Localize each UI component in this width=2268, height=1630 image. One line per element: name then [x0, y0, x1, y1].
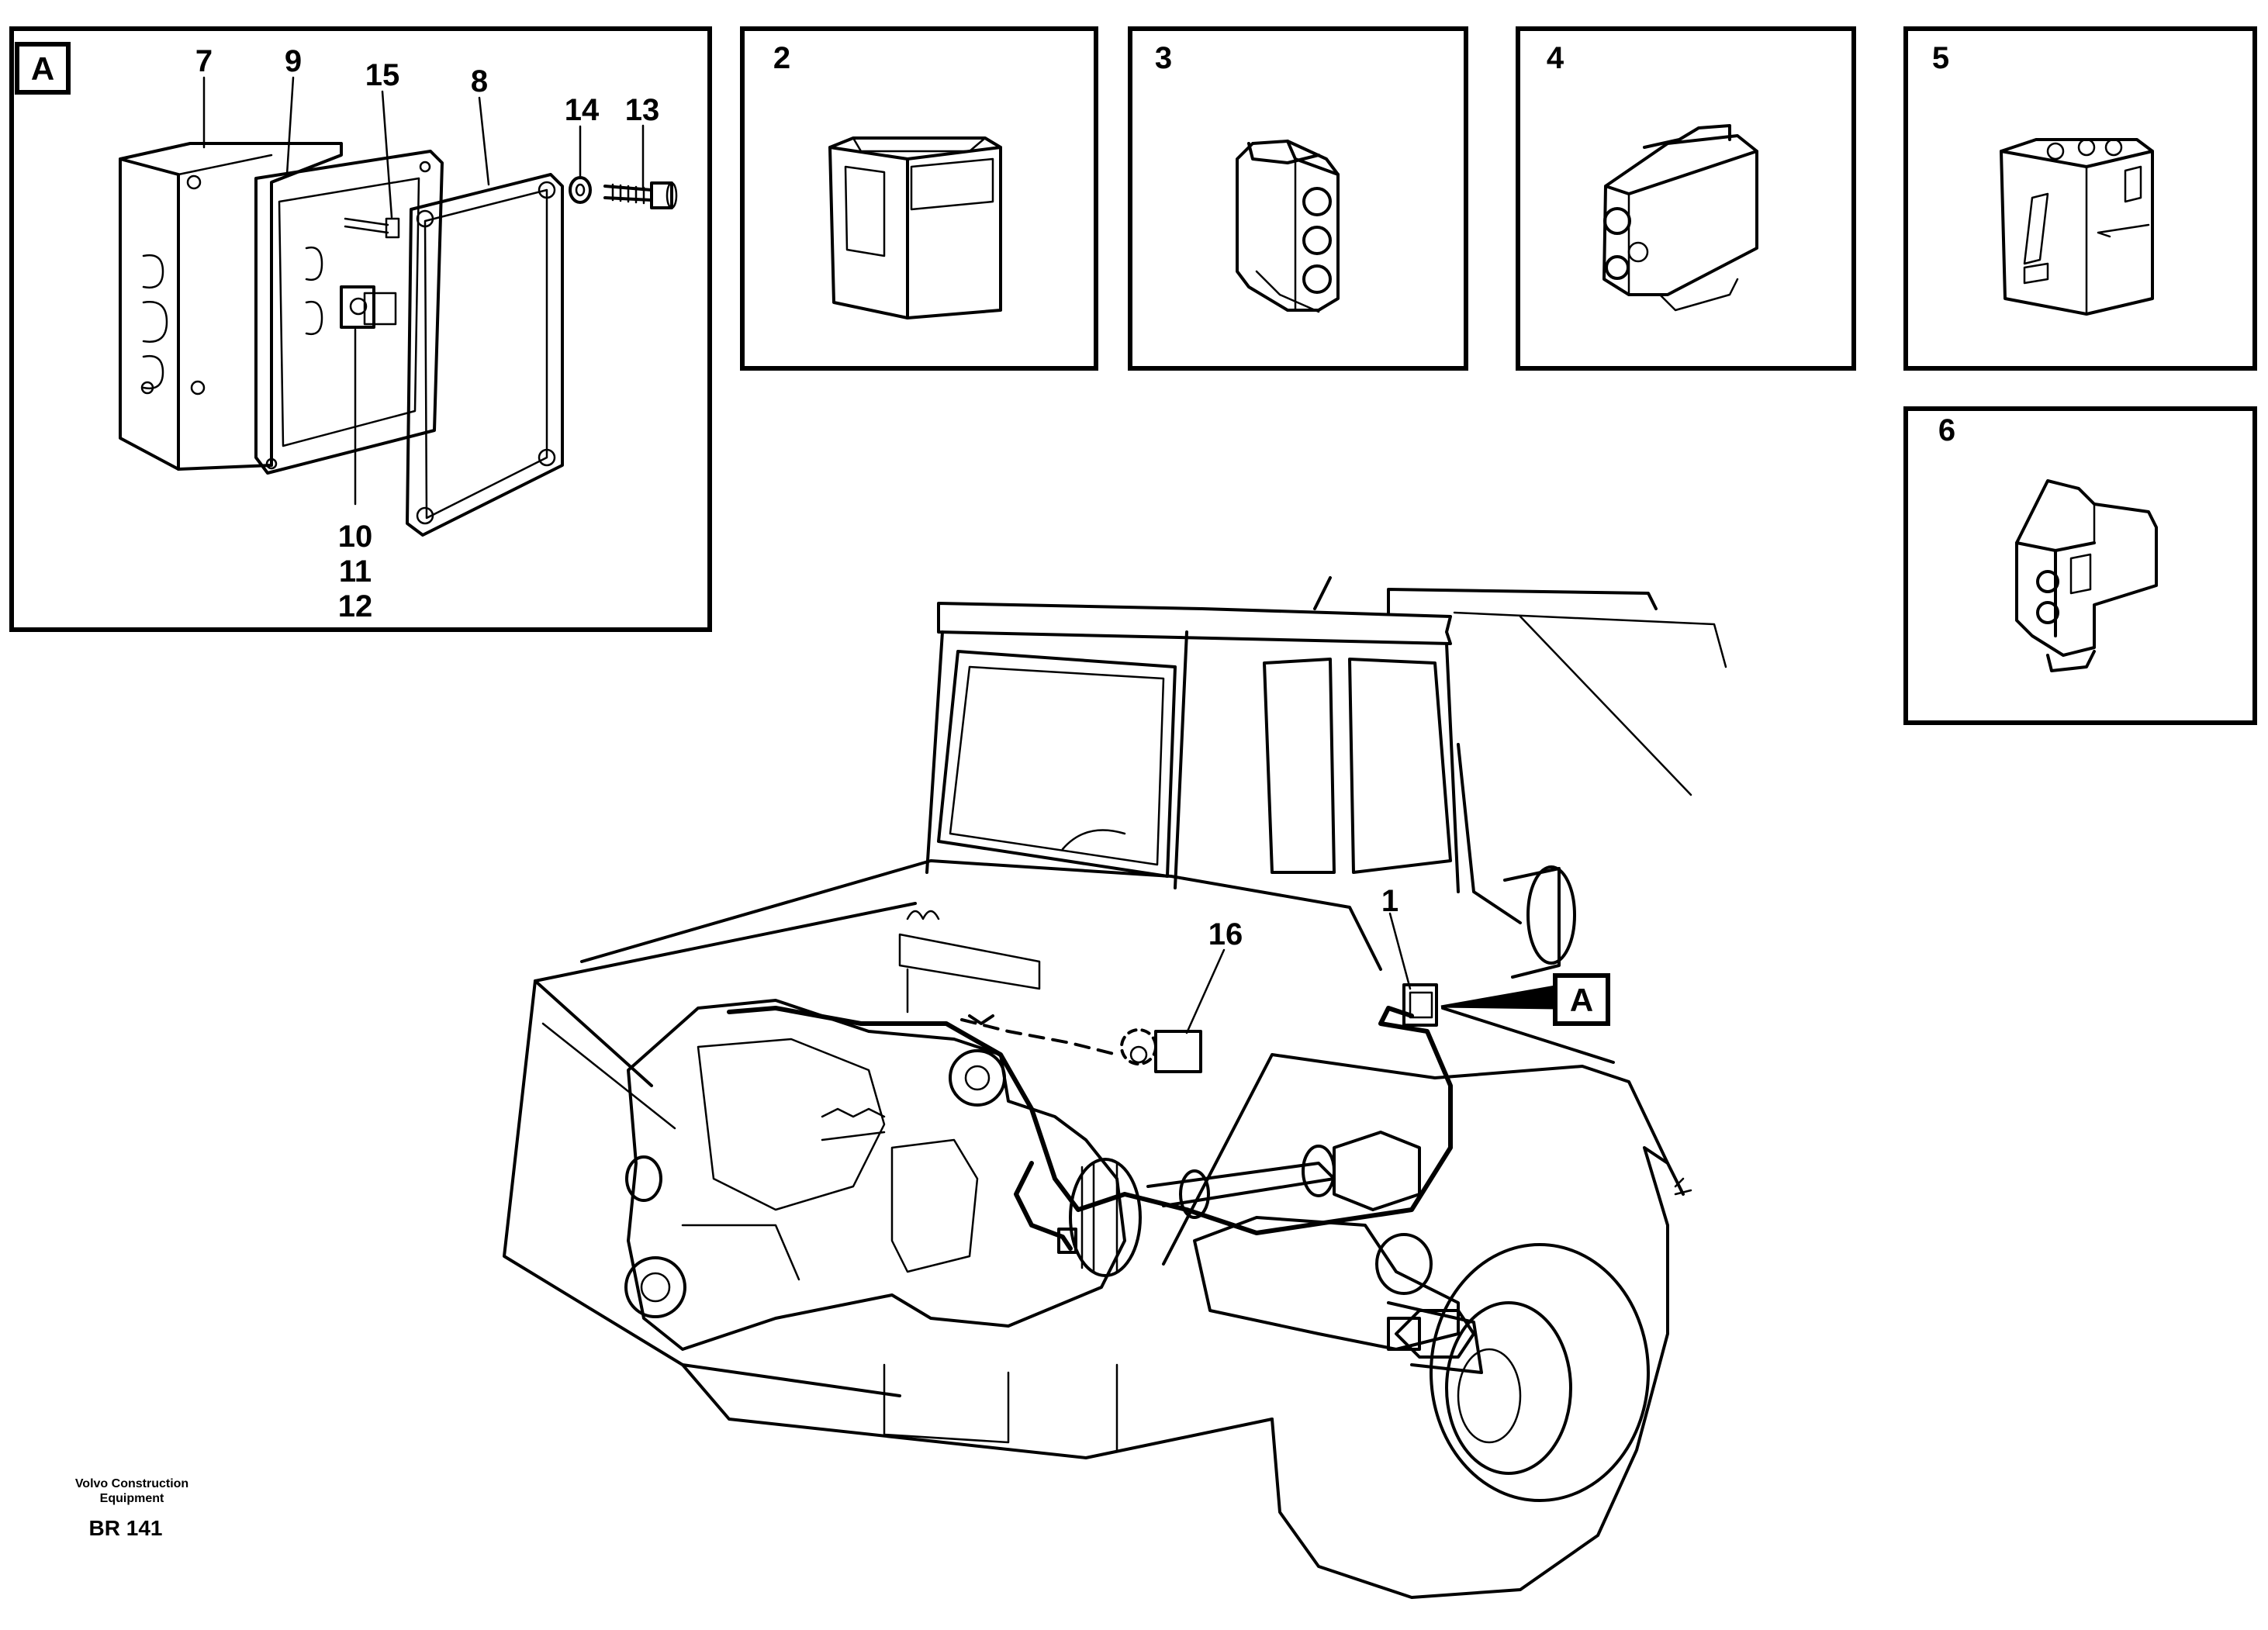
screw — [344, 217, 400, 239]
footer-company-line2: Equipment — [100, 1492, 164, 1505]
callout-13: 13 — [625, 93, 660, 127]
drivetrain — [1146, 1131, 1483, 1374]
connector-panel-6: 6 — [1903, 406, 2257, 725]
callout-14: 14 — [565, 93, 600, 127]
fuel-tank — [1503, 865, 1576, 979]
footer: Volvo Construction Equipment BR 141 — [75, 1477, 188, 1540]
connector-4-image — [1602, 124, 1758, 312]
detail-tag-box — [15, 42, 71, 95]
part-16 — [1120, 1028, 1202, 1073]
callout-4: 4 — [1547, 41, 1564, 75]
wiring-harness — [727, 910, 1453, 1254]
connector-panel-2: 2 — [740, 26, 1098, 371]
detail-tag: A — [31, 50, 54, 87]
callout-15: 15 — [365, 58, 400, 92]
engine — [624, 999, 1142, 1351]
callout-5: 5 — [1932, 41, 1949, 75]
connector-panel-3: 3 — [1128, 26, 1468, 371]
bolt — [603, 181, 678, 209]
connector-5-image — [2000, 138, 2154, 316]
cover — [406, 173, 564, 537]
connector-3-image — [1236, 140, 1340, 313]
callout-9: 9 — [285, 44, 302, 78]
connector-plug — [340, 285, 397, 329]
gasket — [254, 150, 444, 475]
part-1-control-unit — [1402, 983, 1438, 1027]
engine-hood — [503, 859, 1669, 1459]
callout-7: 7 — [195, 44, 213, 78]
connector-2-image — [828, 136, 1002, 319]
detail-a-panel: A — [9, 26, 712, 632]
control-unit-housing — [119, 142, 343, 471]
optional-harness-dashed — [960, 1018, 1118, 1056]
callout-1: 1 — [1381, 884, 1398, 918]
callout-11: 11 — [339, 554, 372, 589]
callout-2: 2 — [773, 41, 790, 75]
cab — [925, 576, 1727, 924]
wheel — [1271, 1146, 1692, 1599]
callout-16: 16 — [1208, 917, 1243, 951]
machine-illustration: A 1 16 — [503, 576, 1727, 1599]
leader-16 — [1185, 948, 1226, 1034]
callout-12: 12 — [338, 589, 373, 623]
detail-a-pointer: A — [1440, 973, 1610, 1026]
footer-company-line1: Volvo Construction — [75, 1477, 188, 1490]
footer-code: BR 141 — [89, 1516, 163, 1540]
leader-lines-detail — [202, 76, 645, 506]
callout-6: 6 — [1938, 413, 1955, 447]
connector-6-image — [2015, 479, 2158, 672]
leader-1 — [1388, 912, 1412, 990]
callout-8: 8 — [471, 64, 488, 98]
connector-panel-5: 5 — [1903, 26, 2257, 371]
callout-3: 3 — [1155, 41, 1172, 75]
connector-panel-4: 4 — [1516, 26, 1856, 371]
callout-10: 10 — [338, 520, 373, 554]
detail-tag-machine: A — [1570, 982, 1593, 1018]
